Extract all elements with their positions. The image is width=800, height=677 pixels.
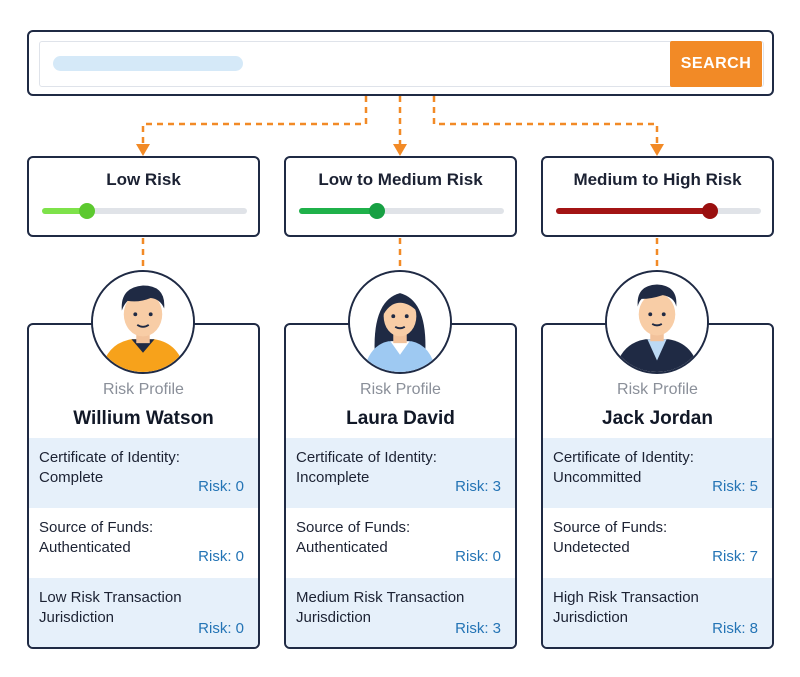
risk-title: Low to Medium Risk [318, 170, 483, 189]
row-identity: Certificate of Identity: Complete Risk: … [29, 438, 258, 508]
slider-thumb[interactable] [368, 203, 385, 219]
row-risk-value: Risk: 5 [712, 478, 758, 495]
risk-card-low-medium: Low to Medium Risk [284, 156, 517, 237]
profile-name: Jack Jordan [602, 408, 713, 429]
row-jurisdiction: Medium Risk Transaction Jurisdiction Ris… [286, 578, 515, 647]
risk-title: Medium to High Risk [573, 170, 742, 189]
profile-name: Willium Watson [73, 408, 214, 429]
row-identity: Certificate of Identity: Incomplete Risk… [286, 438, 515, 508]
row-label: Low Risk Transaction Jurisdiction [39, 589, 182, 626]
row-jurisdiction: High Risk Transaction Jurisdiction Risk:… [543, 578, 772, 647]
man-avatar-suit-icon [605, 270, 709, 374]
search-input[interactable] [53, 56, 243, 71]
risk-slider[interactable] [556, 203, 761, 219]
row-label: Source of Funds: Undetected [553, 519, 668, 556]
profile-label: Risk Profile [360, 381, 441, 398]
row-label: Certificate of Identity: Incomplete [296, 449, 437, 486]
row-funds: Source of Funds: Authenticated Risk: 0 [29, 508, 258, 578]
row-label: Medium Risk Transaction Jurisdiction [296, 589, 465, 626]
search-field-container [39, 41, 764, 87]
row-risk-value: Risk: 0 [455, 548, 501, 565]
search-bar: SEARCH [27, 30, 774, 96]
profile-name: Laura David [346, 408, 455, 429]
risk-card-medium-high: Medium to High Risk [541, 156, 774, 237]
slider-fill [556, 208, 710, 214]
row-risk-value: Risk: 8 [712, 620, 758, 637]
risk-slider[interactable] [42, 203, 247, 219]
row-risk-value: Risk: 0 [198, 620, 244, 637]
row-risk-value: Risk: 0 [198, 548, 244, 565]
slider-thumb[interactable] [701, 203, 718, 219]
profile-card-willium-watson: Risk Profile Willium Watson Certificate … [27, 323, 260, 649]
slider-fill [42, 208, 88, 214]
row-label: Source of Funds: Authenticated [296, 519, 411, 556]
row-label: Certificate of Identity: Uncommitted [553, 449, 694, 486]
row-identity: Certificate of Identity: Uncommitted Ris… [543, 438, 772, 508]
row-risk-value: Risk: 7 [712, 548, 758, 565]
man-avatar-orange-shirt-icon [91, 270, 195, 374]
slider-fill [299, 208, 377, 214]
slider-thumb[interactable] [79, 203, 96, 219]
profile-card-jack-jordan: Risk Profile Jack Jordan Certificate of … [541, 323, 774, 649]
row-risk-value: Risk: 0 [198, 478, 244, 495]
woman-avatar-blue-shirt-icon [348, 270, 452, 374]
row-label: High Risk Transaction Jurisdiction [553, 589, 699, 626]
row-funds: Source of Funds: Authenticated Risk: 0 [286, 508, 515, 578]
row-label: Source of Funds: Authenticated [39, 519, 154, 556]
risk-title: Low Risk [106, 170, 181, 189]
search-button[interactable]: SEARCH [670, 41, 762, 87]
row-risk-value: Risk: 3 [455, 620, 501, 637]
row-funds: Source of Funds: Undetected Risk: 7 [543, 508, 772, 578]
row-risk-value: Risk: 3 [455, 478, 501, 495]
row-label: Certificate of Identity: Complete [39, 449, 180, 486]
profile-label: Risk Profile [103, 381, 184, 398]
risk-slider[interactable] [299, 203, 504, 219]
risk-card-low: Low Risk [27, 156, 260, 237]
row-jurisdiction: Low Risk Transaction Jurisdiction Risk: … [29, 578, 258, 647]
profile-card-laura-david: Risk Profile Laura David Certificate of … [284, 323, 517, 649]
profile-label: Risk Profile [617, 381, 698, 398]
